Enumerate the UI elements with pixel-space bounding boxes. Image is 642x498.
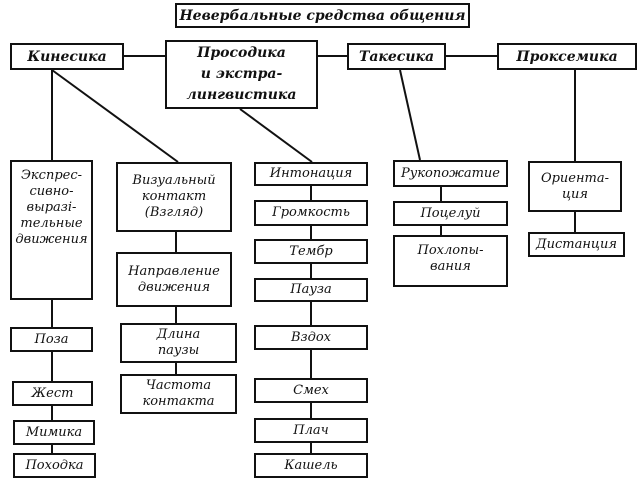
visual-item-contact-frequency: Частота контакта [120, 374, 237, 414]
visual-item-pause-length: Длина паузы [120, 323, 237, 363]
category-kinesics: Кинесика [10, 43, 124, 70]
line-takesics-handshake [399, 69, 421, 161]
takesics-item-handshake: Рукопожатие [393, 160, 508, 187]
prosody-item-cry: Плач [254, 418, 368, 443]
prosody-item-sigh: Вздох [254, 325, 368, 350]
category-proxemics: Проксемика [497, 43, 637, 70]
category-takesics: Такесика [347, 43, 446, 70]
visual-contact: Визуальный контакт (Взгляд) [116, 162, 232, 232]
prosody-item-intonation: Интонация [254, 162, 368, 186]
line-prosody-intonation [239, 108, 313, 163]
visual-item-direction: Направление движения [116, 252, 232, 307]
expressive-item-mimicry: Мимика [13, 420, 95, 445]
category-prosody: Просодика и экстра- лингвистика [165, 40, 318, 109]
expressive-movements: Экспрес- сивно- выразі- тельные движения [10, 160, 93, 300]
prosody-item-pause: Пауза [254, 278, 368, 302]
takesics-item-kiss: Поцелуй [393, 201, 508, 226]
expressive-item-gesture: Жест [12, 381, 93, 406]
prosody-item-loudness: Громкость [254, 200, 368, 226]
expressive-item-pose: Поза [10, 327, 93, 352]
prosody-item-timbre: Тембр [254, 239, 368, 264]
expressive-item-gait: Походка [13, 453, 96, 478]
prosody-item-laugh: Смех [254, 378, 368, 403]
takesics-item-patting: Похлопы- вания [393, 235, 508, 287]
proxemics-item-orientation: Ориента- ция [528, 161, 622, 212]
diagram-title: Невербальные средства общения [175, 3, 470, 28]
line-kinesics-visual [51, 69, 179, 163]
proxemics-item-distance: Дистанция [528, 232, 625, 257]
prosody-item-cough: Кашель [254, 453, 368, 478]
